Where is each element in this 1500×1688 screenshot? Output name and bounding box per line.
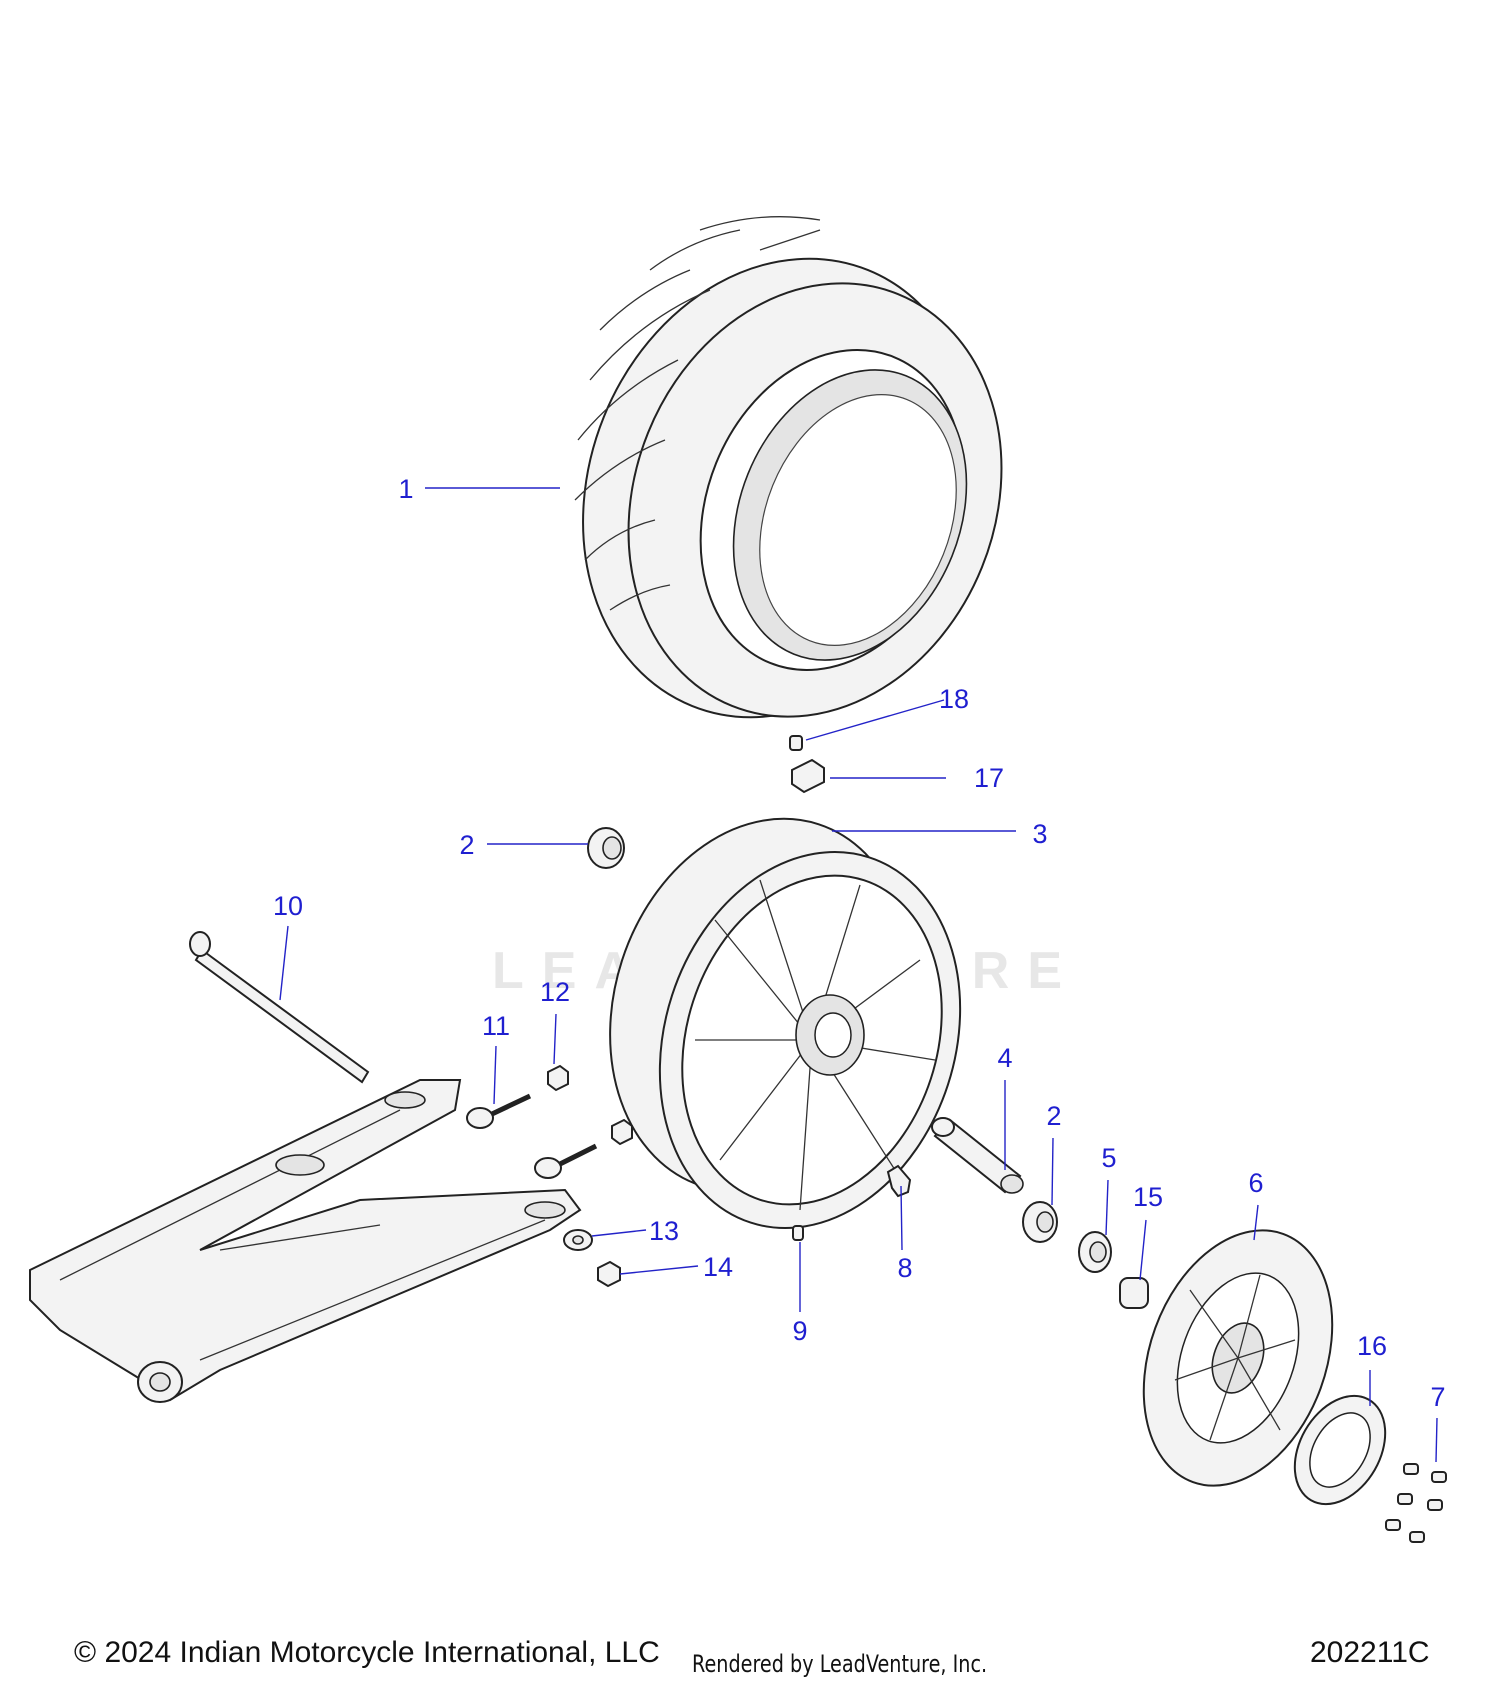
- pressure-sensor-part[interactable]: [791, 758, 825, 794]
- fitting-part[interactable]: [886, 1164, 912, 1198]
- adjuster-nut-part-lower[interactable]: [611, 1118, 633, 1146]
- callout-11: 11: [482, 1011, 510, 1041]
- wheel-part[interactable]: [563, 779, 1007, 1267]
- callout-12: 12: [540, 977, 570, 1007]
- bearing-part-right[interactable]: [1022, 1201, 1058, 1243]
- adjuster-bolt-part-lower[interactable]: [534, 1143, 598, 1179]
- bearing-part-upper[interactable]: [587, 827, 625, 869]
- callout-6: 6: [1248, 1168, 1263, 1198]
- valve-stem-part[interactable]: [792, 1225, 804, 1241]
- callout-13: 13: [649, 1216, 679, 1246]
- spacer-part[interactable]: [931, 1117, 1024, 1194]
- tone-ring-part[interactable]: [1276, 1380, 1403, 1520]
- callout-16: 16: [1357, 1331, 1387, 1361]
- tire-part[interactable]: [516, 199, 1065, 777]
- bushing-part[interactable]: [1119, 1277, 1149, 1309]
- callout-15: 15: [1133, 1182, 1163, 1212]
- callout-10: 10: [273, 891, 303, 921]
- rotor-bolts-part[interactable]: [1385, 1463, 1447, 1543]
- leader-lines: [279, 487, 1438, 1463]
- callout-7: 7: [1430, 1382, 1445, 1412]
- swingarm-part[interactable]: [29, 1079, 582, 1403]
- copyright-notice: © 2024 Indian Motorcycle International, …: [74, 1636, 660, 1669]
- callout-18: 18: [939, 684, 969, 714]
- axle-part[interactable]: [189, 931, 370, 1084]
- drawing-number: 202211C: [1310, 1636, 1430, 1669]
- adjuster-nut-part[interactable]: [547, 1064, 569, 1092]
- callout-1: 1: [398, 474, 413, 504]
- callout-17: 17: [974, 763, 1004, 793]
- washer-part[interactable]: [563, 1229, 593, 1251]
- callout-2-right: 2: [1046, 1101, 1061, 1131]
- rendered-by-credit: Rendered by LeadVenture, Inc.: [692, 1650, 988, 1678]
- brake-rotor-part[interactable]: [1110, 1204, 1366, 1512]
- callout-labels: 1 2 2 3 4 5 6 7 8 9 10 11 12 13 14 15 16…: [273, 474, 1446, 1412]
- valve-screw-part[interactable]: [789, 735, 803, 751]
- callout-2-upper: 2: [459, 830, 474, 860]
- callout-5: 5: [1101, 1143, 1116, 1173]
- callout-8: 8: [897, 1253, 912, 1283]
- callout-9: 9: [792, 1316, 807, 1346]
- callout-3: 3: [1032, 819, 1047, 849]
- adjuster-bolt-part[interactable]: [466, 1093, 532, 1129]
- callout-4: 4: [997, 1043, 1012, 1073]
- nut-part[interactable]: [597, 1260, 621, 1288]
- seal-part[interactable]: [1078, 1231, 1112, 1273]
- callout-14: 14: [703, 1252, 733, 1282]
